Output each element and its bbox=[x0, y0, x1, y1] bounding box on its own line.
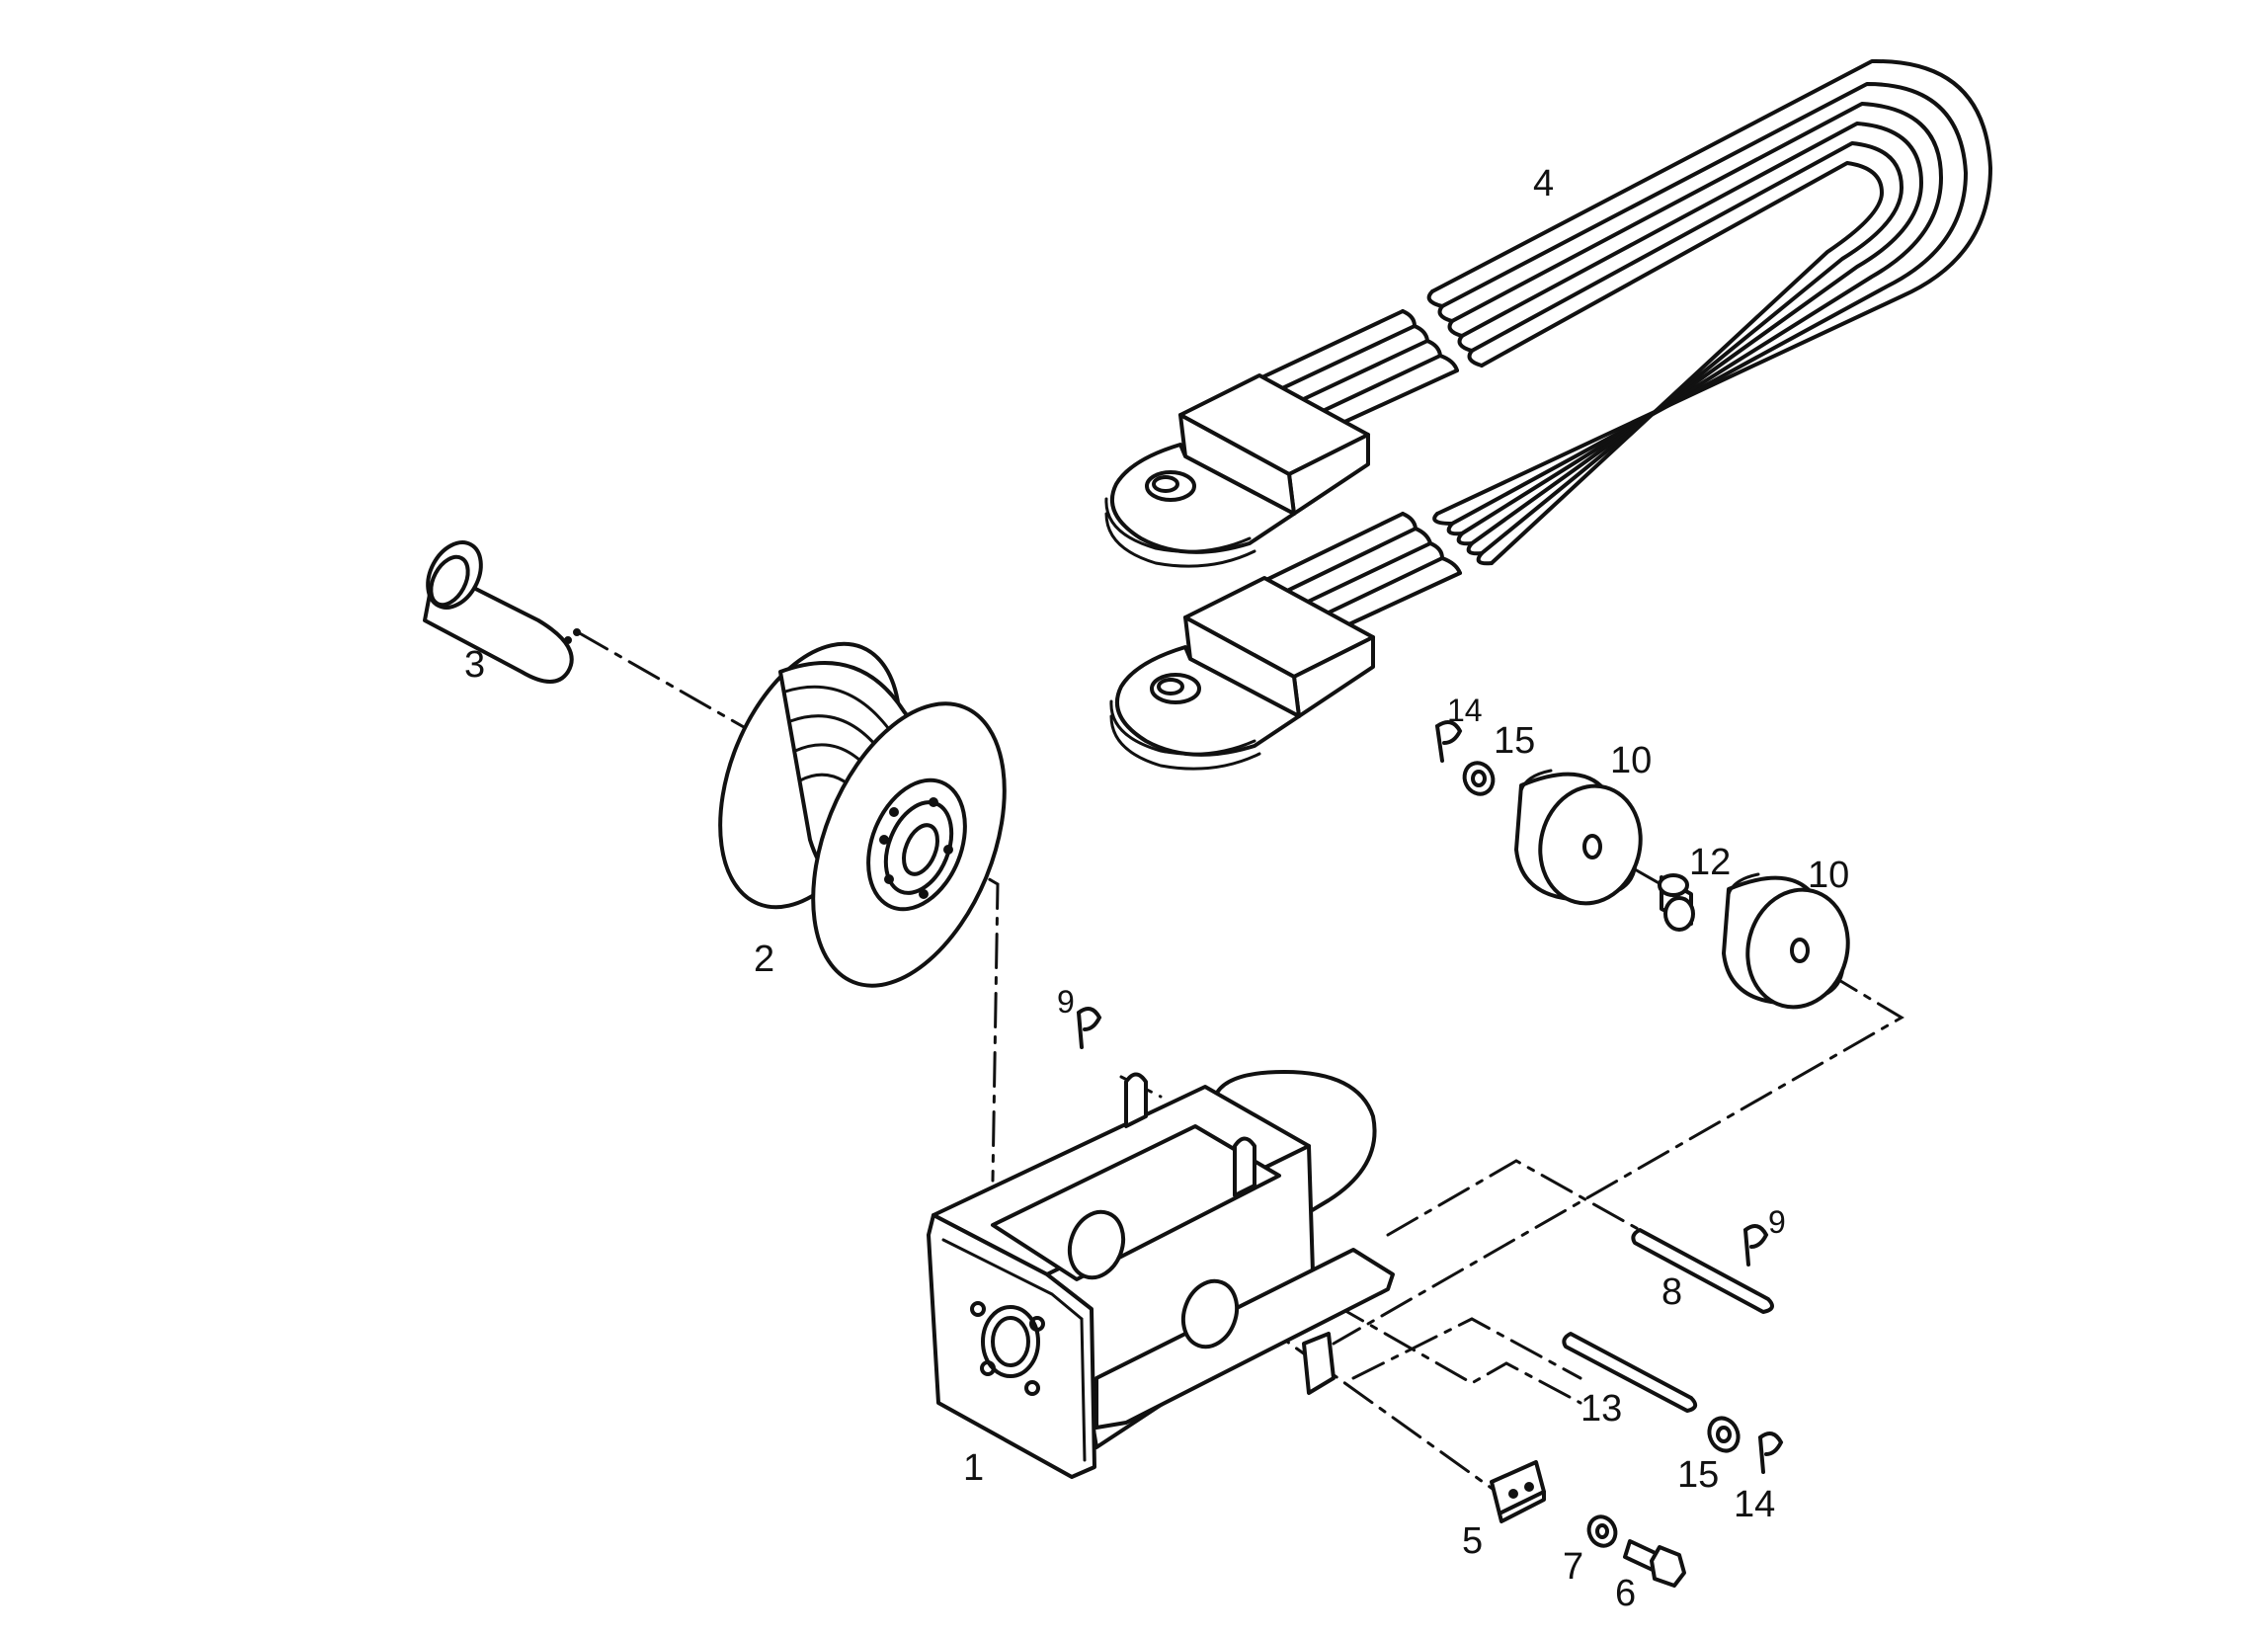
part-9-clip-lower bbox=[1742, 1224, 1769, 1267]
part-5-plate bbox=[1490, 1460, 1546, 1523]
label-5: 5 bbox=[1462, 1520, 1483, 1562]
part-2-pulley bbox=[718, 641, 1007, 988]
part-8-pin bbox=[1631, 1228, 1774, 1314]
part-12-spacer bbox=[1658, 873, 1695, 932]
label-9-lower: 9 bbox=[1768, 1204, 1786, 1240]
label-14-lower: 14 bbox=[1734, 1484, 1775, 1525]
label-2: 2 bbox=[754, 939, 774, 980]
part-3-pin bbox=[423, 540, 581, 684]
part-7-washer bbox=[1586, 1514, 1618, 1548]
label-13: 13 bbox=[1580, 1388, 1622, 1430]
label-10-lower: 10 bbox=[1808, 855, 1849, 896]
label-9-upper: 9 bbox=[1057, 984, 1075, 1020]
label-14-upper: 14 bbox=[1447, 693, 1483, 728]
part-labels: 1 2 3 4 5 6 7 8 9 9 10 10 12 13 14 14 15… bbox=[464, 163, 1849, 1614]
part-14-clip-lower bbox=[1757, 1432, 1784, 1474]
label-8: 8 bbox=[1661, 1271, 1682, 1313]
part-4-belt-sling bbox=[1104, 58, 1992, 771]
part-15-washer-upper bbox=[1462, 761, 1496, 796]
label-1: 1 bbox=[963, 1447, 984, 1489]
part-13-pin bbox=[1562, 1332, 1698, 1413]
label-15-upper: 15 bbox=[1494, 720, 1535, 762]
label-4: 4 bbox=[1533, 163, 1554, 204]
part-10-roller-upper bbox=[1514, 769, 1643, 906]
part-10-roller-lower bbox=[1722, 872, 1850, 1010]
part-9-clip-upper bbox=[1076, 1007, 1102, 1049]
part-14-clip-upper bbox=[1434, 720, 1463, 763]
part-6-bolt bbox=[1623, 1539, 1686, 1588]
label-15-lower: 15 bbox=[1677, 1454, 1719, 1496]
label-10-upper: 10 bbox=[1610, 740, 1652, 781]
label-6: 6 bbox=[1615, 1573, 1636, 1614]
label-3: 3 bbox=[464, 644, 485, 686]
part-1-frame bbox=[927, 1070, 1395, 1479]
part-15-washer-lower bbox=[1707, 1416, 1741, 1453]
label-7: 7 bbox=[1563, 1546, 1583, 1588]
label-12: 12 bbox=[1689, 842, 1731, 883]
